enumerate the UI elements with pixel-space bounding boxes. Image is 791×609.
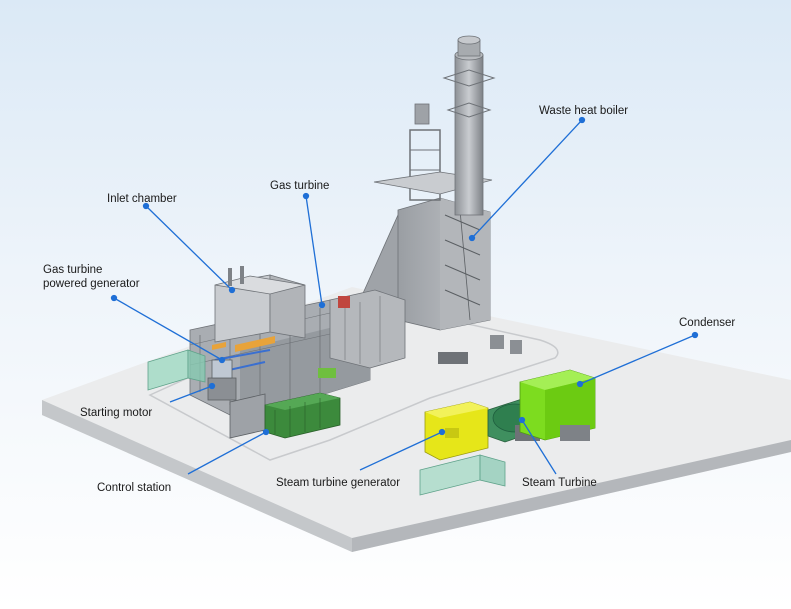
- leader-line-gas-turbine: [305, 195, 323, 306]
- leader-line-starting-motor: [169, 385, 213, 403]
- inlet-chamber: [214, 266, 306, 343]
- steam-turbine-generator: [419, 401, 506, 496]
- leader-line-steam-turbine: [521, 419, 557, 475]
- leader-line-waste-heat-boiler: [471, 119, 583, 239]
- label-gas-turbine-powered-generator-line1: Gas turbine: [43, 264, 103, 276]
- leader-dot-waste-heat-boiler: [578, 116, 586, 124]
- starting-motor: [207, 359, 237, 401]
- leader-line-condenser: [579, 334, 696, 385]
- label-gas-turbine-powered-generator-line2: powered generator: [43, 278, 140, 290]
- label-condenser: Condenser: [679, 317, 736, 329]
- label-steam-turbine: Steam Turbine: [522, 477, 597, 489]
- leader-line-steam-turbine-generator: [359, 431, 443, 471]
- label-control-station: Control station: [97, 482, 172, 494]
- label-waste-heat-boiler: Waste heat boiler: [539, 105, 629, 117]
- label-gas-turbine: Gas turbine: [270, 180, 330, 192]
- yard-equipment: [438, 335, 522, 364]
- leader-line-inlet-chamber: [145, 205, 233, 291]
- exhaust-stack: [442, 35, 496, 216]
- leader-line-gas-turbine-powered-generator: [113, 297, 223, 361]
- label-inlet-chamber: Inlet chamber: [107, 193, 177, 205]
- label-starting-motor: Starting motor: [80, 407, 153, 419]
- condenser: [519, 369, 596, 441]
- label-steam-turbine-generator: Steam turbine generator: [276, 477, 401, 489]
- auxiliary-enclosure: [147, 349, 206, 391]
- leader-lines: [110, 116, 699, 475]
- leader-line-control-station: [187, 431, 267, 475]
- label-gas-turbine-powered-generator: Gas turbine powered generator: [43, 263, 140, 291]
